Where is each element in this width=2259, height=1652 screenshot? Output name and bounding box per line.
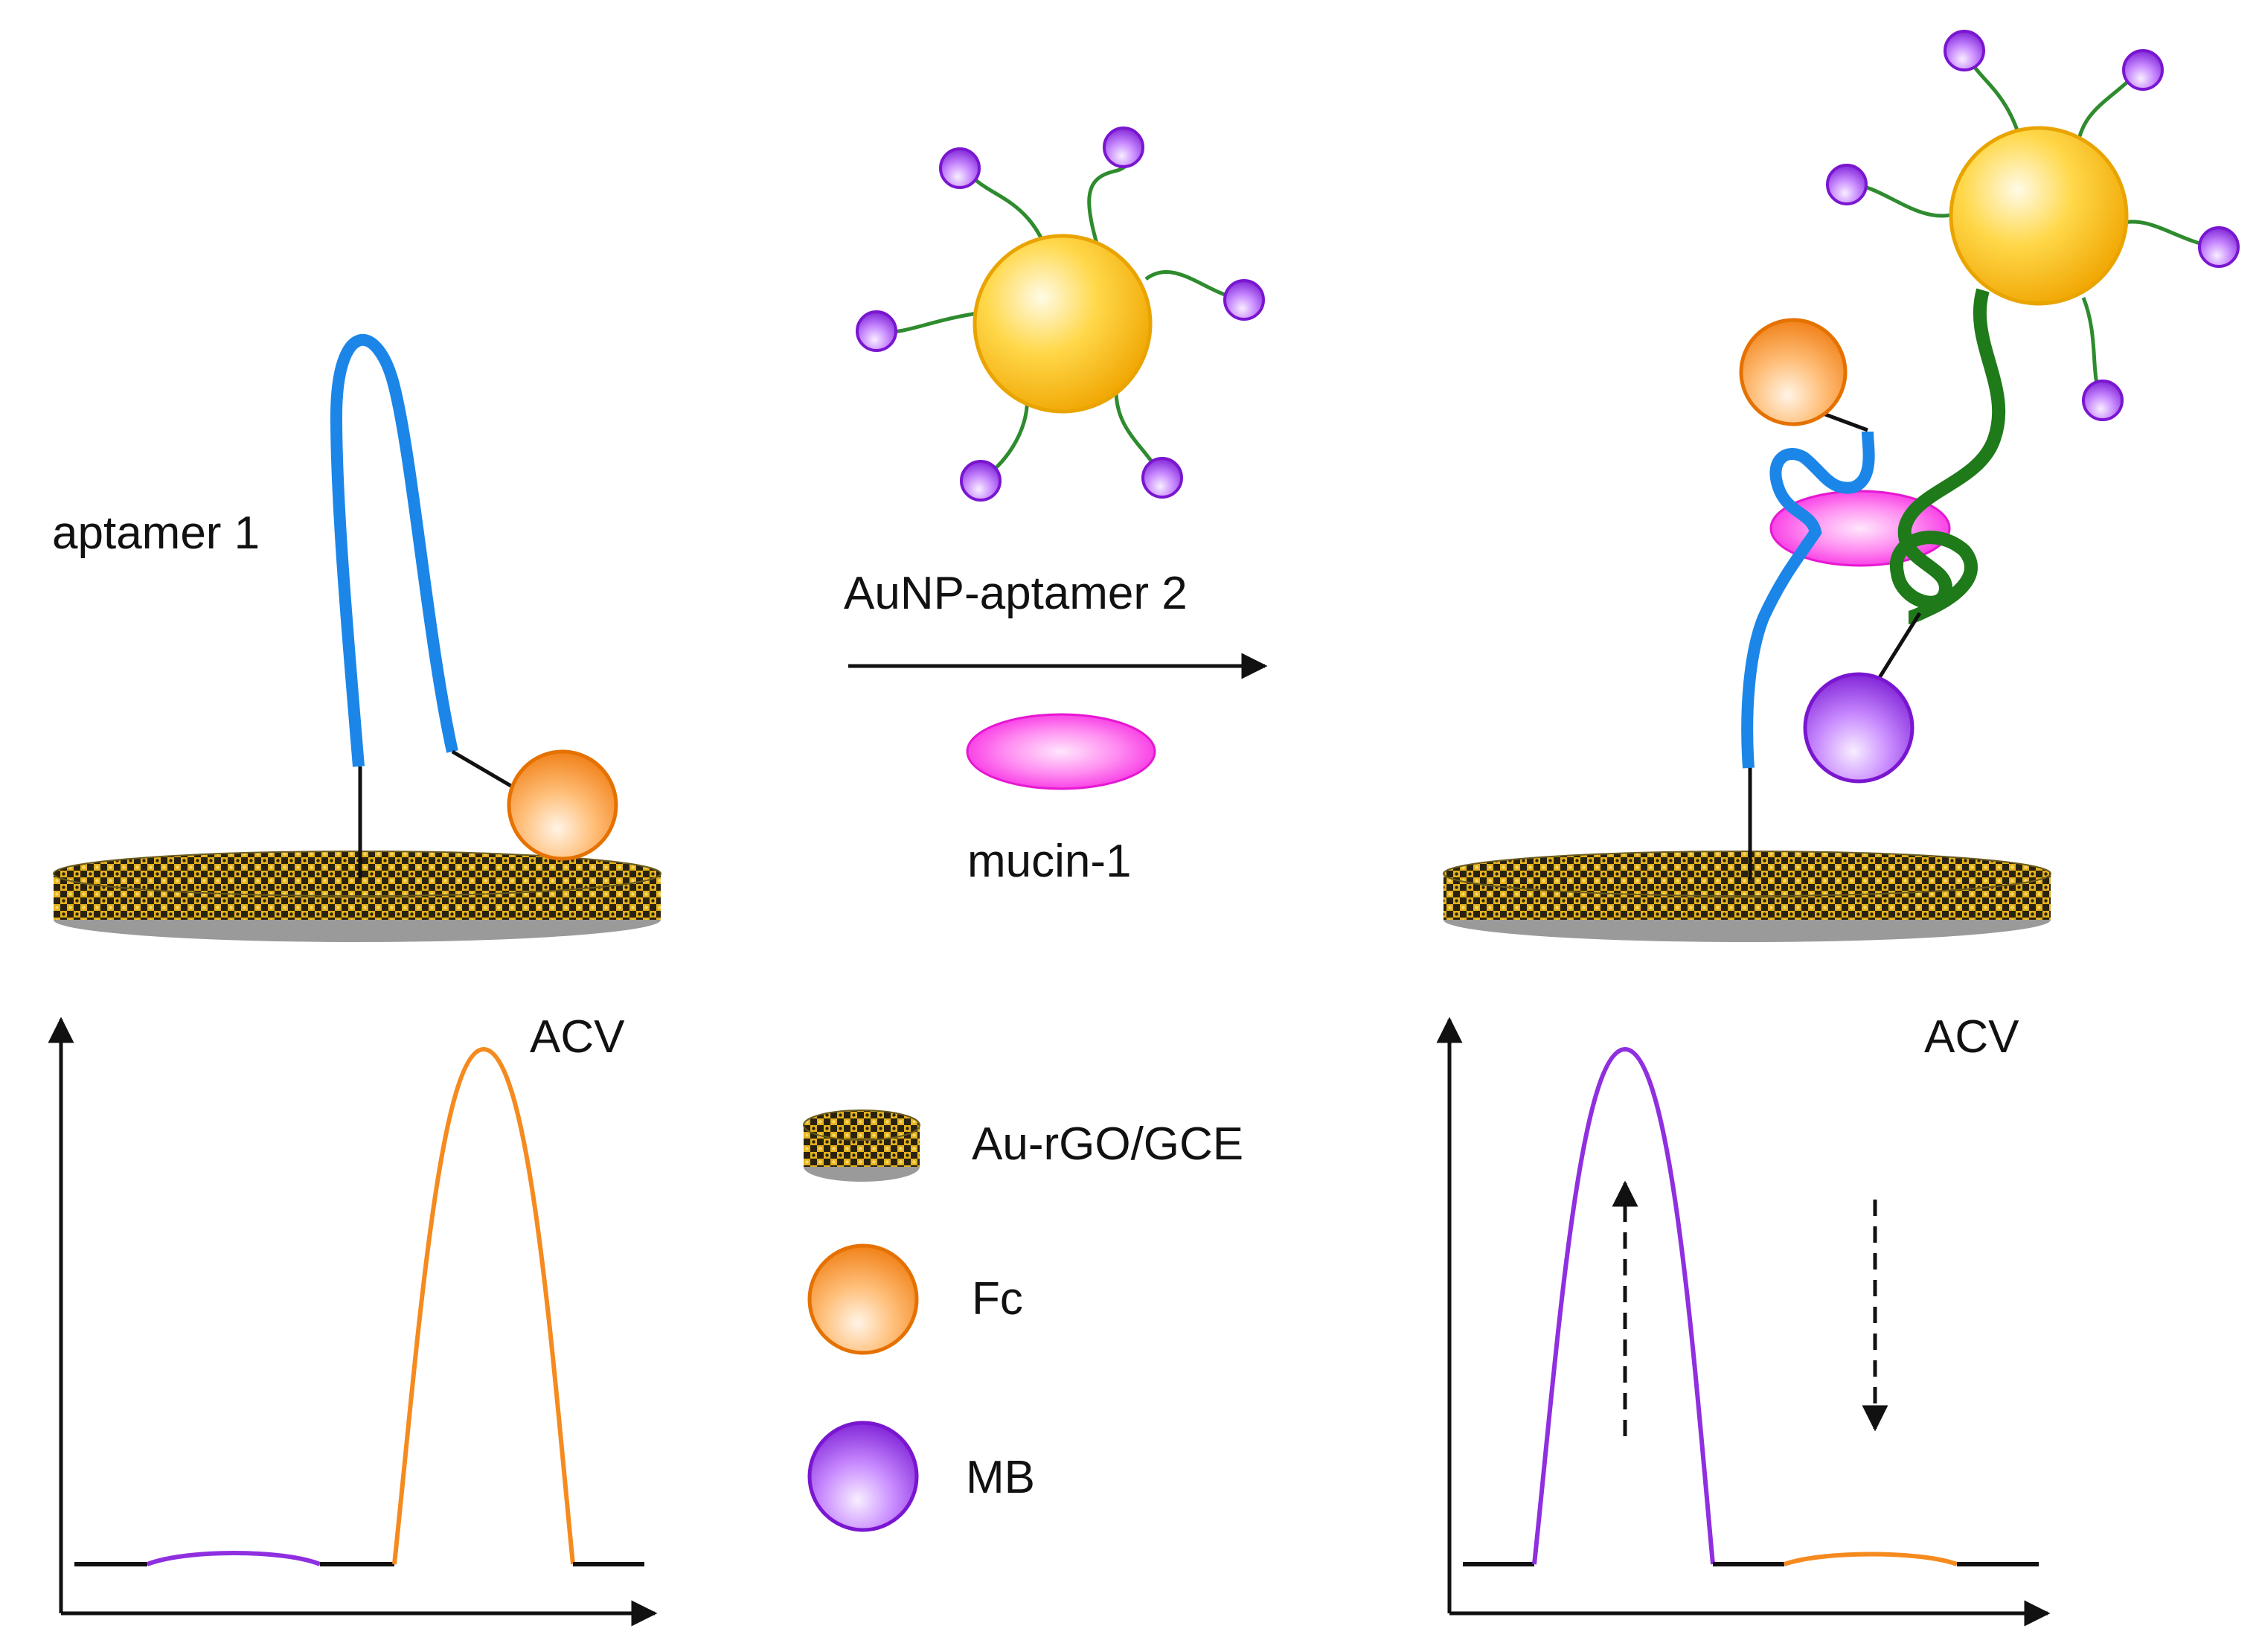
acv-plot-right — [1436, 1017, 2051, 1627]
fc-bead-left — [507, 749, 618, 861]
fc-peak-right — [1784, 1552, 1958, 1566]
mb-peak-left — [146, 1551, 321, 1566]
mucin-glyph — [966, 713, 1156, 790]
fc-peak-left — [392, 1046, 575, 1565]
mb-bead-right — [1803, 672, 1914, 784]
aunp-right — [1826, 30, 2240, 421]
label-mucin: mucin-1 — [967, 836, 1132, 887]
label-reagent: AuNP-aptamer 2 — [844, 568, 1188, 619]
aptamer2-strand-right — [1889, 288, 2006, 624]
fc-linker-left — [451, 749, 515, 790]
fc-linker-right — [1821, 411, 1868, 432]
fc-bead-right — [1739, 318, 1848, 426]
acv-label-left: ACV — [530, 1011, 625, 1063]
electrode-legend-icon — [803, 1110, 920, 1182]
legend: Au-rGO/GCE Fc MB — [803, 1110, 1243, 1532]
mb-peak-right — [1532, 1046, 1715, 1565]
acv-label-right: ACV — [1924, 1011, 2019, 1063]
electrode-right — [1443, 851, 2051, 942]
aunp-aptamer2 — [856, 127, 1265, 502]
mb-legend-icon — [807, 1421, 919, 1532]
aptamer1-strand-right — [1741, 431, 1875, 769]
legend-label-fc: Fc — [972, 1273, 1023, 1325]
fc-legend-icon — [807, 1243, 919, 1355]
aptamer1-strand-left — [330, 333, 458, 767]
acv-plot-left — [48, 1017, 658, 1627]
label-aptamer1: aptamer 1 — [52, 508, 260, 559]
legend-label-electrode: Au-rGO/GCE — [972, 1118, 1243, 1170]
electrode-left — [53, 851, 661, 942]
mb-linker-right — [1877, 612, 1922, 680]
legend-label-mb: MB — [966, 1452, 1035, 1503]
